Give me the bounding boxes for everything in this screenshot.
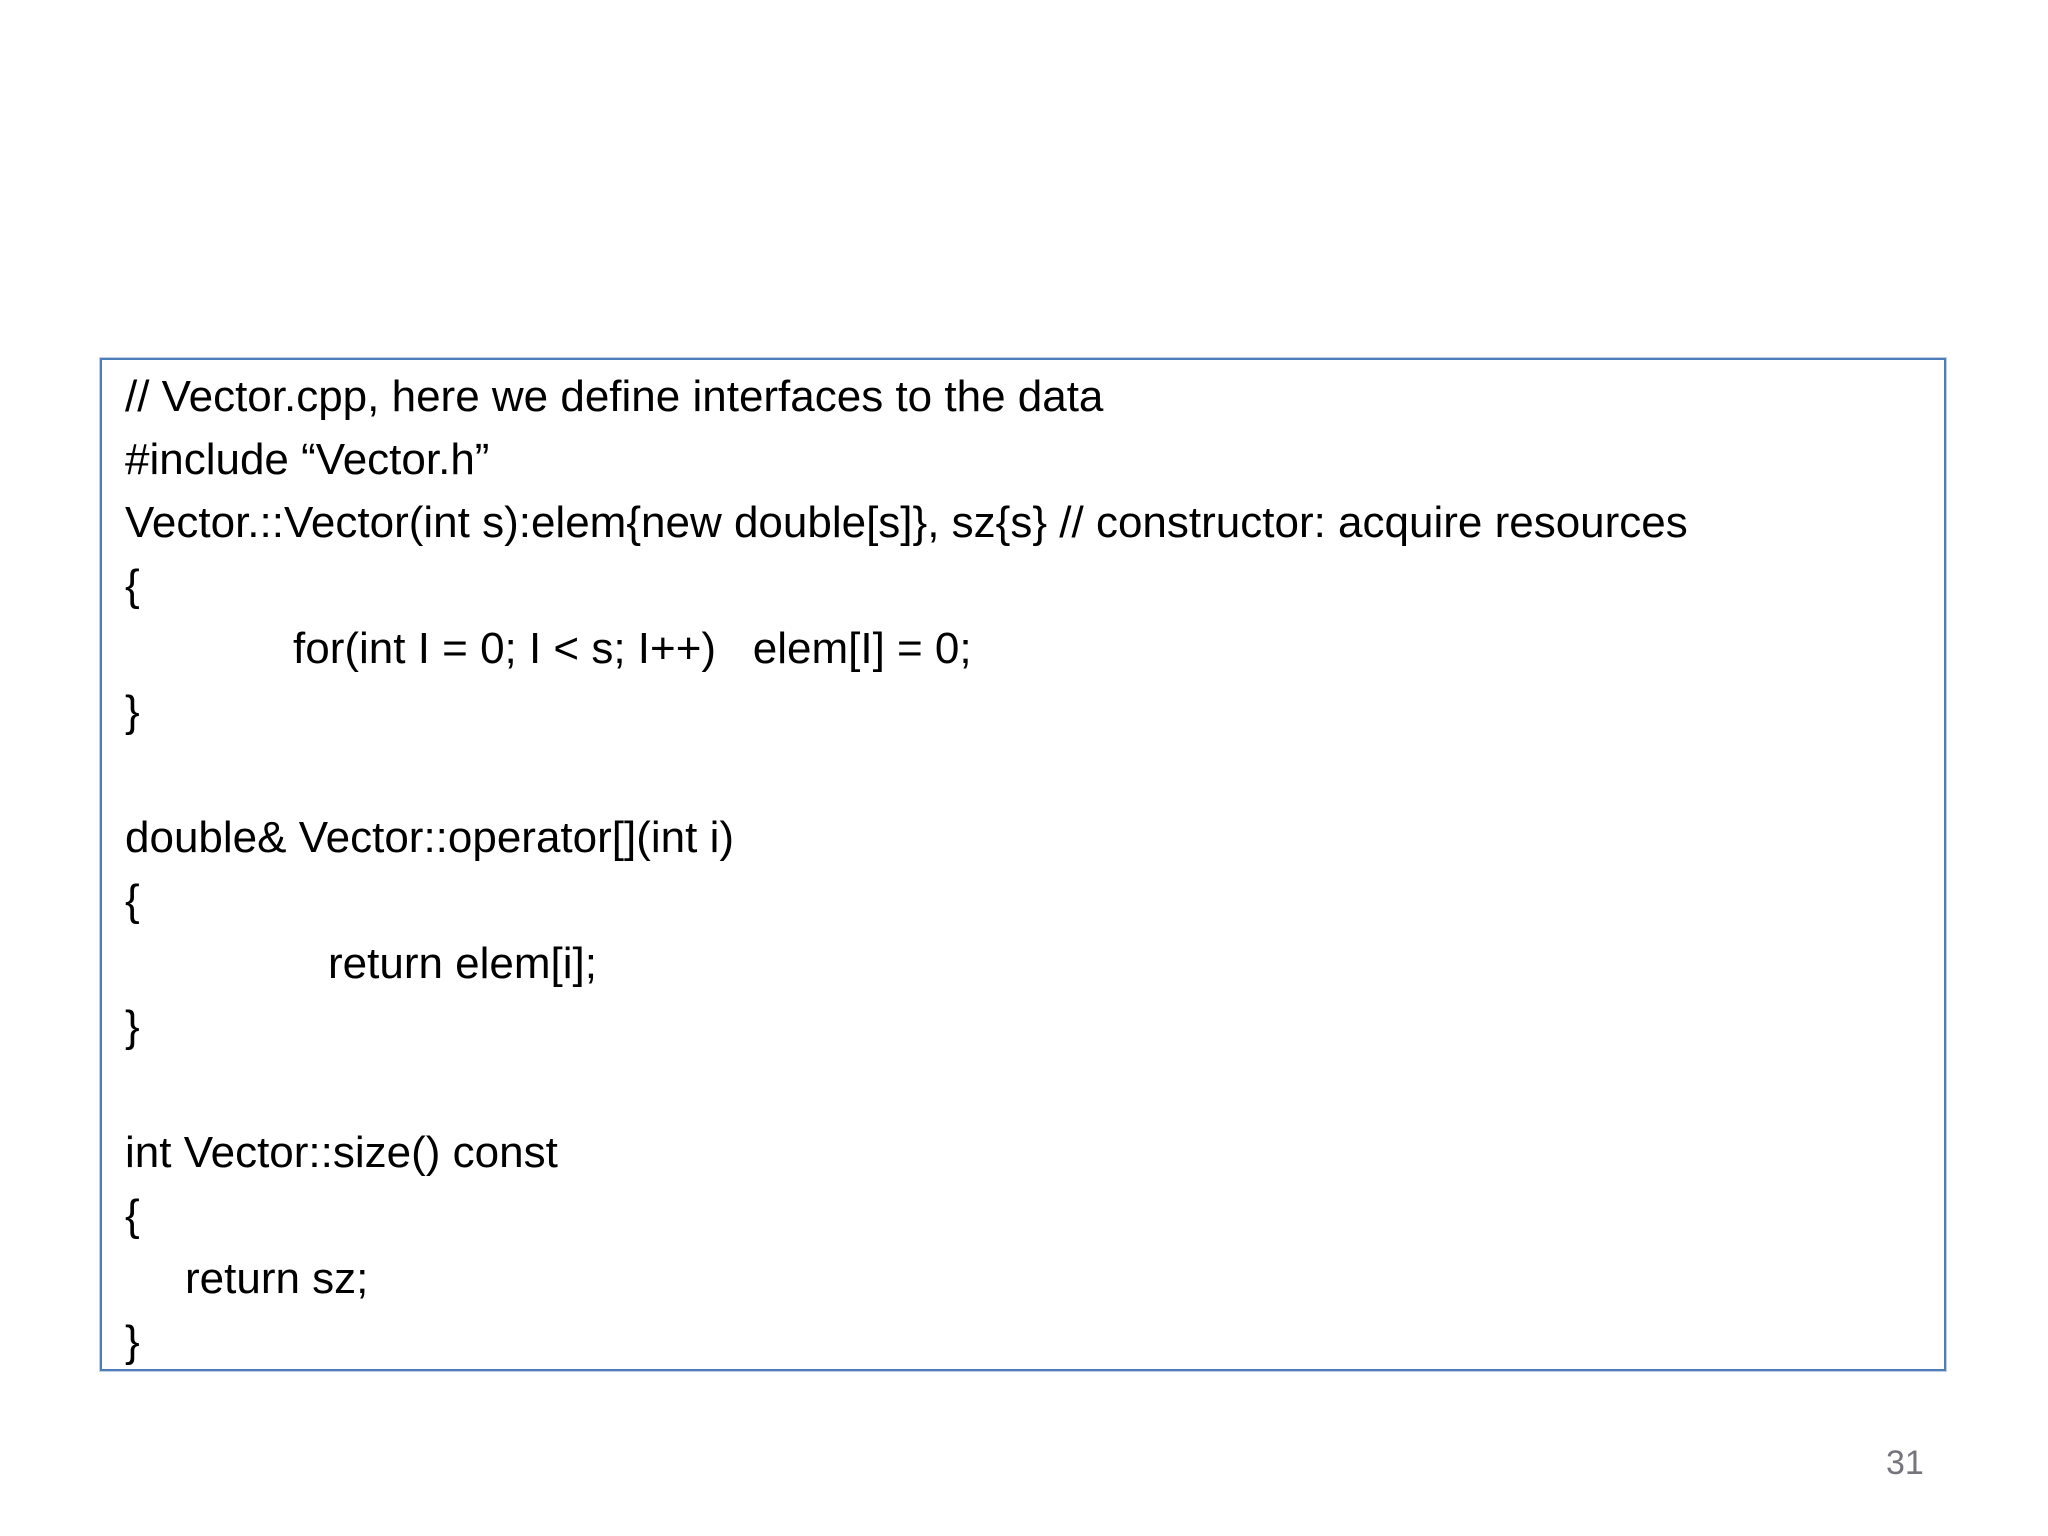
- code-line-16: }: [125, 1317, 140, 1366]
- slide-number: 31: [1886, 1444, 1924, 1482]
- code-line-12: [125, 1058, 1934, 1121]
- code-line-1: // Vector.cpp, here we define interfaces…: [125, 372, 1104, 421]
- code-line-11: }: [125, 1002, 140, 1051]
- code-line-9: {: [125, 876, 140, 925]
- code-line-3: Vector.::Vector(int s):elem{new double[s…: [125, 498, 1688, 547]
- code-line-4: {: [125, 561, 140, 610]
- code-line-2: #include “Vector.h”: [125, 435, 490, 484]
- code-line-8: double& Vector::operator[](int i): [125, 813, 734, 862]
- code-line-5: for(int I = 0; I < s; I++) elem[I] = 0;: [293, 624, 972, 673]
- code-line-15: return sz;: [185, 1254, 369, 1303]
- code-box: // Vector.cpp, here we define interfaces…: [100, 358, 1946, 1371]
- code-line-13: int Vector::size() const: [125, 1128, 558, 1177]
- code-line-6: }: [125, 687, 140, 736]
- code-line-10: return elem[i];: [328, 939, 597, 988]
- code-line-7: [125, 743, 1934, 806]
- code-line-14: {: [125, 1191, 140, 1240]
